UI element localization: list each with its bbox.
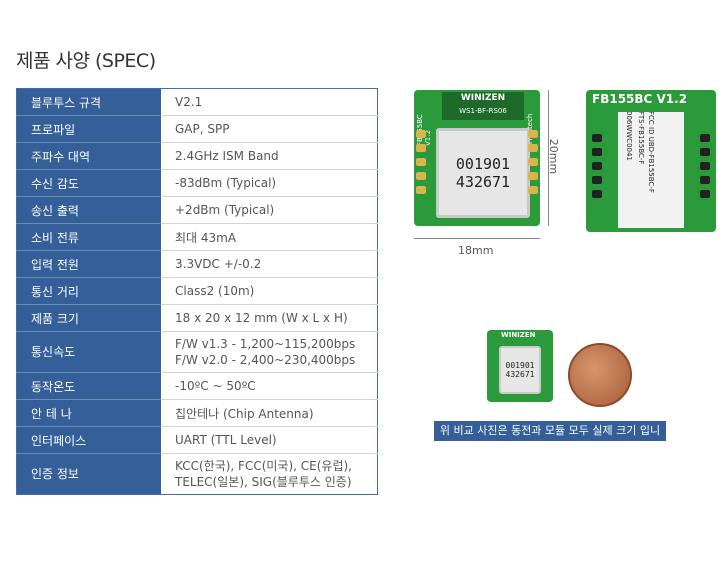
- page-title: 제품 사양 (SPEC): [16, 50, 156, 72]
- spec-row: 동작온도 -10ºC ~ 50ºC: [16, 372, 378, 400]
- spec-value: GAP, SPP: [161, 115, 378, 143]
- spec-value: +2dBm (Typical): [161, 196, 378, 224]
- width-dimension: 18mm: [458, 244, 494, 257]
- spec-label: 블루투스 규격: [16, 88, 161, 116]
- module-small-image: WINIZEN 001901 432671: [487, 330, 553, 402]
- spec-label: 수신 감도: [16, 169, 161, 197]
- module-code2: 432671: [455, 173, 511, 191]
- spec-value-line: UART (TTL Level): [175, 433, 277, 447]
- spec-value: V2.1: [161, 88, 378, 116]
- spec-value-line: -10ºC ~ 50ºC: [175, 379, 256, 393]
- module-serial: 006WWC0041: [625, 112, 633, 161]
- small-module-code2: 432671: [505, 370, 535, 379]
- spec-value-line: 3.3VDC +/-0.2: [175, 257, 262, 271]
- module-code1: 001901: [455, 155, 511, 173]
- spec-value-line: 2.4GHz ISM Band: [175, 149, 279, 163]
- spec-value: UART (TTL Level): [161, 426, 378, 454]
- spec-label: 소비 전류: [16, 223, 161, 251]
- small-module-brand: WINIZEN: [501, 331, 536, 339]
- module-fcc-id: FCC ID UBD-FB155BC-F: [647, 112, 655, 193]
- spec-value: 칩안테나 (Chip Antenna): [161, 399, 378, 427]
- spec-value-line: +2dBm (Typical): [175, 203, 275, 217]
- spec-row: 인터페이스 UART (TTL Level): [16, 426, 378, 454]
- spec-value-line: 최대 43mA: [175, 230, 237, 245]
- spec-value-line: -83dBm (Typical): [175, 176, 277, 190]
- spec-value: -10ºC ~ 50ºC: [161, 372, 378, 400]
- spec-value-line: F/W v2.0 - 2,400~230,400bps: [175, 353, 356, 367]
- spec-row: 프로파일 GAP, SPP: [16, 115, 378, 143]
- spec-value: -83dBm (Typical): [161, 169, 378, 197]
- spec-row: 인증 정보 KCC(한국), FCC(미국), CE(유럽), TELEC(일본),…: [16, 453, 378, 495]
- spec-value-line: V2.1: [175, 95, 203, 109]
- height-dimension-line: [548, 90, 549, 226]
- coin-image: [568, 343, 632, 407]
- spec-label: 안 테 나: [16, 399, 161, 427]
- spec-value-line: KCC(한국), FCC(미국), CE(유럽),: [175, 459, 352, 473]
- spec-label: 동작온도: [16, 372, 161, 400]
- module-model: WS1-BF-RS06: [459, 107, 507, 115]
- spec-label: 통신속도: [16, 331, 161, 373]
- spec-table: 블루투스 규격 V2.1 프로파일 GAP, SPP 주파수 대역 2.4GHz ISM …: [16, 88, 378, 495]
- spec-row: 소비 전류 최대 43mA: [16, 223, 378, 251]
- spec-value-line: 칩안테나 (Chip Antenna): [175, 406, 314, 421]
- module-brand: WINIZEN: [460, 93, 506, 103]
- spec-value: Class2 (10m): [161, 277, 378, 305]
- spec-row: 블루투스 규격 V2.1: [16, 88, 378, 116]
- spec-row: 입력 전원 3.3VDC +/-0.2: [16, 250, 378, 278]
- spec-value: 3.3VDC +/-0.2: [161, 250, 378, 278]
- module-back-header: FB155BC V1.2: [592, 92, 688, 106]
- spec-label: 송신 출력: [16, 196, 161, 224]
- spec-row: 송신 출력 +2dBm (Typical): [16, 196, 378, 224]
- module-cert: FTS-FB155BC-F: [637, 112, 645, 165]
- spec-value-line: TELEC(일본), SIG(블루투스 인증): [175, 475, 352, 489]
- spec-value: 2.4GHz ISM Band: [161, 142, 378, 170]
- spec-value: 18 x 20 x 12 mm (W x L x H): [161, 304, 378, 332]
- spec-value-line: Class2 (10m): [175, 284, 255, 298]
- module-front-image: WINIZEN WS1-BF-RS06 FB155BC V1.2 Firmtec…: [414, 90, 540, 226]
- spec-label: 프로파일: [16, 115, 161, 143]
- width-dimension-line: [414, 238, 540, 239]
- spec-value: 최대 43mA: [161, 223, 378, 251]
- spec-row: 통신 거리 Class2 (10m): [16, 277, 378, 305]
- spec-row: 안 테 나 칩안테나 (Chip Antenna): [16, 399, 378, 427]
- spec-value-line: GAP, SPP: [175, 122, 230, 136]
- comparison-caption: 위 비교 사진은 동전과 모듈 모두 실제 크기 입니다.: [434, 421, 666, 457]
- small-module-shield: 001901 432671: [499, 346, 541, 394]
- spec-value-line: 18 x 20 x 12 mm (W x L x H): [175, 311, 348, 325]
- height-dimension: 20mm: [547, 138, 561, 175]
- spec-value: KCC(한국), FCC(미국), CE(유럽), TELEC(일본), SIG(…: [161, 454, 378, 495]
- spec-label: 인증 정보: [16, 453, 161, 495]
- spec-value-line: F/W v1.3 - 1,200~115,200bps: [175, 337, 356, 351]
- module-back-image: FB155BC V1.2 FCC ID UBD-FB155BC-F FTS-FB…: [586, 90, 716, 232]
- spec-row: 제품 크기 18 x 20 x 12 mm (W x L x H): [16, 304, 378, 332]
- spec-label: 인터페이스: [16, 426, 161, 454]
- small-module-code1: 001901: [505, 361, 535, 370]
- spec-row: 수신 감도 -83dBm (Typical): [16, 169, 378, 197]
- spec-label: 주파수 대역: [16, 142, 161, 170]
- spec-label: 입력 전원: [16, 250, 161, 278]
- spec-label: 통신 거리: [16, 277, 161, 305]
- module-shield: 001901 432671: [436, 128, 530, 218]
- spec-label: 제품 크기: [16, 304, 161, 332]
- spec-row: 주파수 대역 2.4GHz ISM Band: [16, 142, 378, 170]
